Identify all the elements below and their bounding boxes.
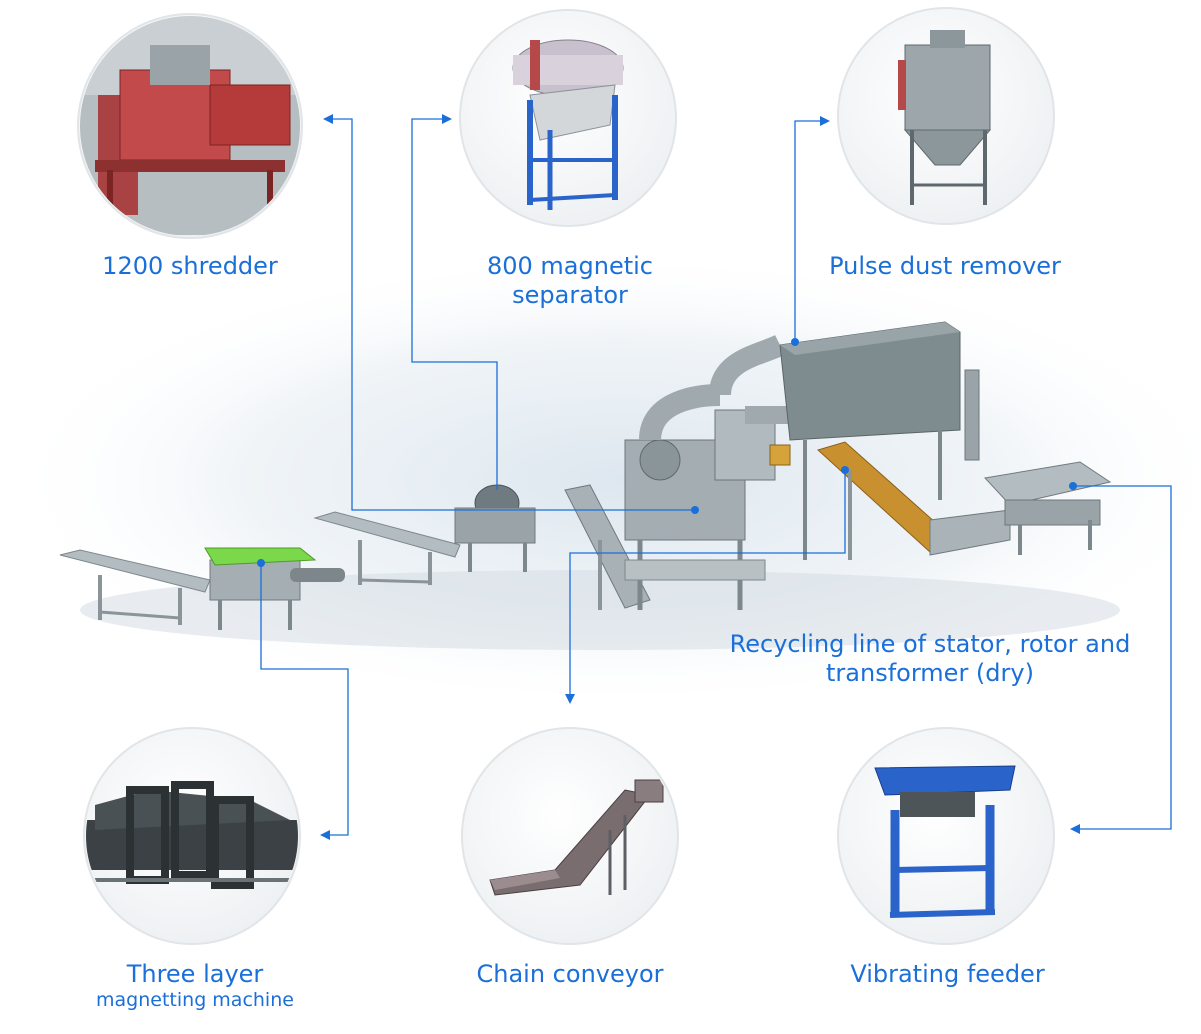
- label-vibrating-text: Vibrating feeder: [850, 960, 1045, 988]
- label-magnetic-separator: 800 magnetic separator: [440, 252, 700, 310]
- dust-remover-photo: [837, 7, 1055, 225]
- connector-three-layer: [260, 563, 349, 840]
- shredder-photo: [77, 13, 303, 239]
- label-dust-remover: Pulse dust remover: [800, 252, 1090, 281]
- connector-shredder: [323, 114, 695, 511]
- line-vibrating-feeder: [984, 461, 1112, 555]
- connector-dust: [794, 116, 830, 342]
- middle-conveyor: [313, 511, 461, 585]
- chain-conveyor-photo: [461, 727, 679, 945]
- three-layer-machine: [204, 547, 345, 630]
- label-shredder: 1200 shredder: [60, 252, 320, 281]
- label-three-line1: Three layer: [126, 960, 264, 988]
- label-dust-text: Pulse dust remover: [829, 252, 1061, 280]
- magnetic-separator-photo: [459, 9, 677, 227]
- label-magnetic-line1: 800 magnetic: [486, 252, 653, 280]
- three-layer-photo: [83, 727, 301, 945]
- label-vibrating-feeder: Vibrating feeder: [815, 960, 1080, 989]
- label-line-line2: transformer (dry): [826, 658, 1034, 687]
- label-three-layer: Three layer magnetting machine: [60, 960, 330, 1012]
- label-magnetic-line2: separator: [512, 280, 628, 309]
- connectors: [260, 114, 1172, 840]
- line-dust-remover: [779, 321, 980, 560]
- label-chain-conveyor: Chain conveyor: [430, 960, 710, 989]
- pipes: [639, 334, 790, 442]
- label-shredder-text: 1200 shredder: [102, 252, 278, 280]
- right-conveyor: [929, 509, 1011, 556]
- recycling-line-illustration: [59, 321, 1120, 650]
- connector-chain: [565, 470, 846, 704]
- label-recycling-line: Recycling line of stator, rotor and tran…: [720, 630, 1140, 688]
- label-three-line2: magnetting machine: [96, 988, 294, 1011]
- left-conveyor: [59, 549, 211, 625]
- label-line-line1: Recycling line of stator, rotor and: [729, 630, 1131, 658]
- connector-vibrating: [1070, 485, 1172, 834]
- vibrating-feeder-photo: [837, 727, 1055, 945]
- label-chain-text: Chain conveyor: [476, 960, 664, 988]
- line-magnetic-separator: [454, 484, 536, 572]
- connector-magnetic: [411, 114, 498, 490]
